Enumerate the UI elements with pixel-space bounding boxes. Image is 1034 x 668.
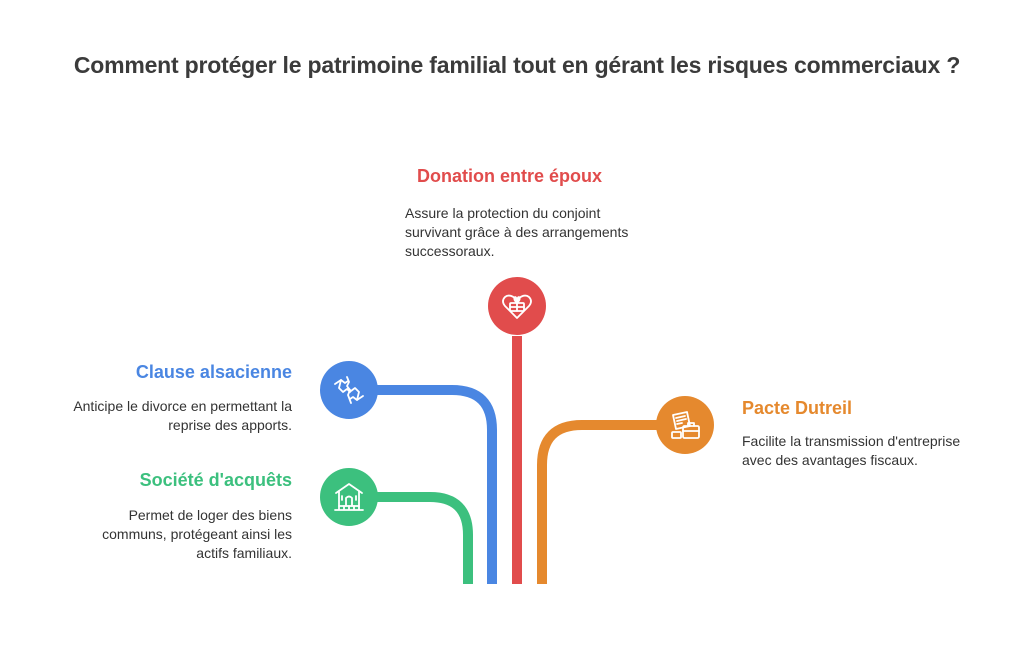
dutreil-title: Pacte Dutreil: [742, 398, 853, 418]
acquets-description: Permet de loger des biens communs, proté…: [102, 507, 292, 561]
acquets-title: Société d'acquêts: [139, 470, 292, 490]
broken-handshake-icon: [334, 376, 364, 404]
dutreil-description: Facilite la transmission d'entreprise av…: [742, 433, 961, 468]
donation-title: Donation entre époux: [417, 166, 603, 186]
acquets-node: [320, 468, 378, 526]
alsacienne-description: Anticipe le divorce en permettant la rep…: [73, 398, 292, 433]
house-icon: [334, 483, 364, 511]
connector-green: [348, 492, 473, 584]
page-title: Comment protéger le patrimoine familial …: [73, 52, 961, 78]
alsacienne-title: Clause alsacienne: [135, 362, 292, 382]
dutreil-node: [656, 396, 714, 454]
heart-gift-icon: [502, 294, 532, 319]
alsacienne-node: [320, 361, 378, 419]
connector-blue: [348, 385, 497, 584]
connector-orange: [537, 420, 685, 584]
donation-node: [488, 277, 546, 335]
donation-description: Assure la protection du conjoint surviva…: [405, 205, 629, 259]
documents-briefcase-icon: [671, 411, 700, 439]
